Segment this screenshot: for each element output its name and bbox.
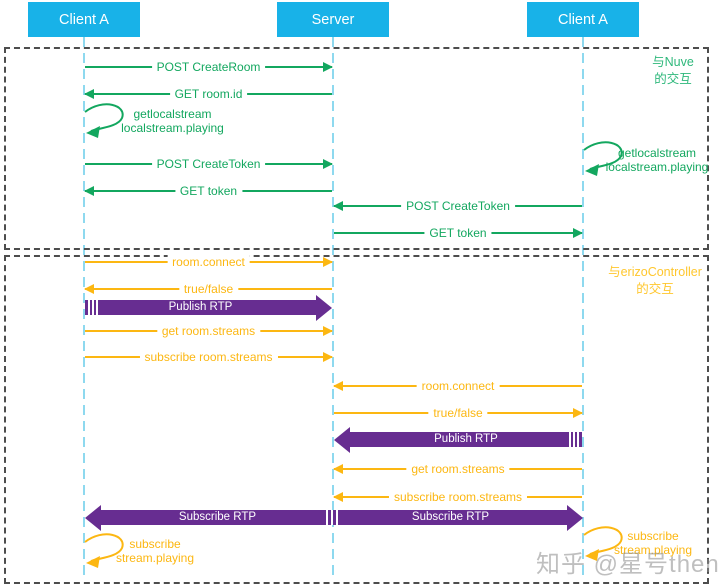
remote-loop-line1: getlocalstream bbox=[617, 146, 697, 160]
msg-true-false-left: true/false bbox=[84, 281, 332, 298]
nuve-group-label-line2: 的交互 bbox=[654, 72, 692, 86]
msg-room-connect-left: room.connect bbox=[85, 254, 333, 271]
msg-get-room-streams-right: get room.streams bbox=[333, 461, 582, 478]
actor-client-a-left: Client A bbox=[28, 2, 140, 37]
erizo-group-label: 与erizoController 的交互 bbox=[605, 264, 705, 298]
msg-post-create-token-right-label: POST CreateToken bbox=[401, 198, 515, 215]
erizo-group-label-line1: 与erizoController bbox=[608, 265, 702, 279]
hatch-mark bbox=[96, 300, 98, 315]
self-call-loop-icon bbox=[582, 141, 628, 186]
hatch-mark bbox=[92, 300, 94, 315]
hatch-mark bbox=[331, 510, 333, 525]
arrowhead-left-icon bbox=[84, 89, 94, 99]
arrowhead-left-icon bbox=[84, 284, 94, 294]
erizo-group-label-line2: 的交互 bbox=[636, 282, 674, 296]
lifeline-client-a-right bbox=[582, 37, 584, 577]
fat-arrowhead-right-icon bbox=[316, 295, 332, 321]
self-call-loop-icon bbox=[83, 533, 129, 578]
msg-true-false-right-label: true/false bbox=[428, 405, 488, 422]
lifeline-client-a-left bbox=[83, 37, 85, 577]
publish-rtp-right-label: Publish RTP bbox=[434, 433, 498, 445]
hatch-mark bbox=[326, 510, 328, 525]
publish-rtp-arrow-left: Publish RTP bbox=[85, 295, 332, 321]
arrowhead-right-icon bbox=[323, 62, 333, 72]
subscribe-rtp-right-label: Subscribe RTP bbox=[411, 511, 490, 523]
msg-get-token-right-label: GET token bbox=[424, 225, 492, 242]
msg-post-create-token-left: POST CreateToken bbox=[85, 156, 333, 173]
left-subscribe-loop-line2: stream.playing bbox=[115, 550, 195, 565]
right-subscribe-loop-line1: subscribe bbox=[627, 529, 679, 543]
publish-rtp-left-label: Publish RTP bbox=[168, 301, 233, 313]
lifeline-server bbox=[332, 37, 334, 577]
msg-post-create-room-label: POST CreateRoom bbox=[151, 59, 266, 76]
zhihu-watermark: 知乎 @星号then bbox=[536, 551, 720, 578]
hatch-mark bbox=[573, 432, 575, 447]
msg-true-false-left-label: true/false bbox=[178, 281, 239, 298]
hatch-mark bbox=[577, 432, 579, 447]
msg-room-connect-right-label: room.connect bbox=[416, 378, 500, 395]
nuve-group-label: 与Nuve 的交互 bbox=[637, 54, 709, 88]
arrowhead-right-icon bbox=[573, 408, 583, 418]
left-subscribe-loop-label: subscribe stream.playing bbox=[100, 537, 210, 565]
fat-arrowhead-right-icon bbox=[567, 505, 583, 531]
msg-post-create-token-right: POST CreateToken bbox=[333, 198, 582, 215]
right-subscribe-loop-line2: stream.playing bbox=[613, 542, 693, 557]
msg-room-connect-right: room.connect bbox=[333, 378, 582, 395]
arrowhead-right-icon bbox=[573, 228, 583, 238]
actor-client-a-right: Client A bbox=[527, 2, 639, 37]
msg-get-token-left-label: GET token bbox=[174, 183, 243, 200]
remote-loop-line2: localstream.playing bbox=[605, 159, 709, 174]
subscribe-rtp-left-label: Subscribe RTP bbox=[178, 511, 257, 523]
msg-get-room-streams-left: get room.streams bbox=[85, 323, 333, 340]
right-subscribe-loop-label: subscribe stream.playing bbox=[598, 529, 708, 557]
left-subscribe-loop-line1: subscribe bbox=[129, 537, 181, 551]
local-loop-line1: getlocalstream bbox=[133, 107, 212, 121]
arrowhead-left-icon bbox=[84, 186, 94, 196]
nuve-group-label-line1: 与Nuve bbox=[652, 55, 694, 69]
arrowhead-left-icon bbox=[333, 464, 343, 474]
msg-get-room-streams-right-label: get room.streams bbox=[406, 461, 510, 478]
arrowhead-right-icon bbox=[323, 159, 333, 169]
local-loop-line2: localstream.playing bbox=[121, 120, 224, 135]
local-loop-label: getlocalstream localstream.playing bbox=[105, 107, 240, 135]
arrowhead-left-icon bbox=[333, 201, 343, 211]
msg-room-connect-left-label: room.connect bbox=[167, 254, 250, 271]
hatch-mark bbox=[88, 300, 90, 315]
msg-subscribe-room-streams-right-label: subscribe room.streams bbox=[388, 489, 528, 506]
msg-get-room-id: GET room.id bbox=[84, 86, 332, 103]
msg-get-room-streams-left-label: get room.streams bbox=[156, 323, 261, 340]
msg-true-false-right: true/false bbox=[334, 405, 583, 422]
msg-get-room-id-label: GET room.id bbox=[169, 86, 248, 103]
subscribe-rtp-arrow: Subscribe RTP Subscribe RTP bbox=[85, 505, 583, 531]
publish-rtp-arrow-right: Publish RTP bbox=[334, 427, 582, 453]
arrowhead-right-icon bbox=[323, 326, 333, 336]
fat-arrowhead-left-icon bbox=[85, 505, 101, 531]
arrowhead-right-icon bbox=[323, 352, 333, 362]
msg-subscribe-room-streams-left-label: subscribe room.streams bbox=[139, 349, 278, 366]
actor-server: Server bbox=[277, 2, 389, 37]
msg-get-token-left: GET token bbox=[84, 183, 332, 200]
erizo-group-frame bbox=[4, 255, 709, 584]
fat-arrowhead-left-icon bbox=[334, 427, 350, 453]
msg-post-create-token-left-label: POST CreateToken bbox=[151, 156, 266, 173]
msg-post-create-room: POST CreateRoom bbox=[85, 59, 333, 76]
msg-get-token-right: GET token bbox=[334, 225, 583, 242]
hatch-mark bbox=[336, 510, 338, 525]
msg-subscribe-room-streams-right: subscribe room.streams bbox=[333, 489, 582, 506]
self-call-loop-icon bbox=[83, 103, 129, 148]
arrowhead-left-icon bbox=[333, 492, 343, 502]
self-call-loop-icon bbox=[582, 526, 628, 571]
nuve-group-frame bbox=[4, 47, 709, 250]
hatch-mark bbox=[569, 432, 571, 447]
arrowhead-right-icon bbox=[323, 257, 333, 267]
msg-subscribe-room-streams-left: subscribe room.streams bbox=[85, 349, 333, 366]
remote-loop-label: getlocalstream localstream.playing bbox=[597, 146, 717, 174]
arrowhead-left-icon bbox=[333, 381, 343, 391]
